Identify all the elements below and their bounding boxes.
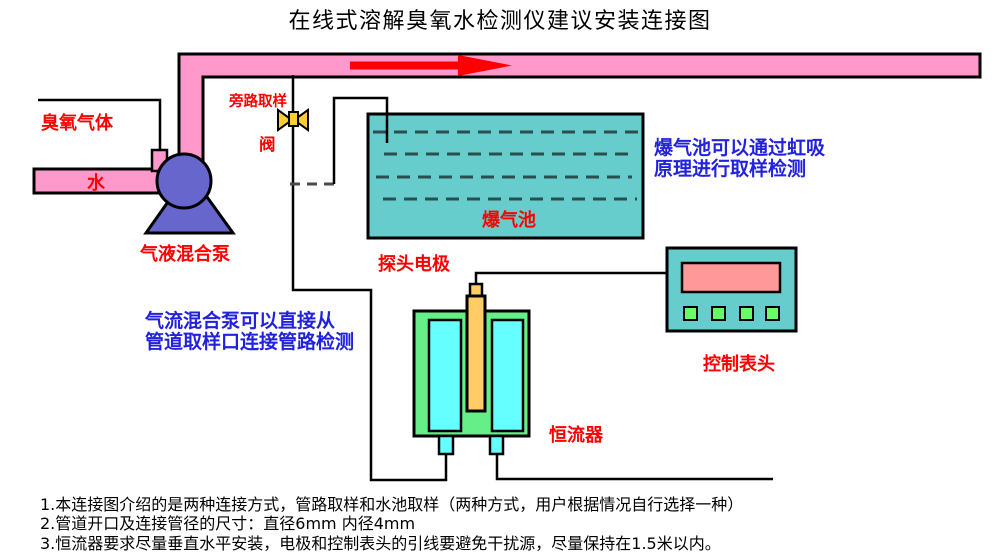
bypass-valve: [277, 108, 309, 132]
flow-arrow: [350, 55, 512, 76]
control-display: [680, 261, 782, 294]
mixing-pump-label: 气液混合泵: [139, 243, 230, 265]
valve-right-wing: [292, 108, 309, 132]
aeration-tank-label: 爆气池: [482, 209, 536, 231]
inlet-stub: [437, 434, 455, 456]
note-2: 2.管道开口及连接管径的尺寸：直径6mm 内径4mm: [40, 514, 415, 533]
control-button: [739, 306, 754, 321]
control-head: [665, 246, 798, 333]
water-inlet-pipe: [32, 167, 169, 195]
electrode-signal-wire: [474, 271, 668, 285]
flow-arrow-shaft: [350, 61, 464, 70]
valve-stem: [288, 111, 299, 127]
control-button: [711, 306, 726, 321]
flow-arrow-head: [458, 55, 512, 76]
bypass-sampling-line: [291, 75, 448, 482]
valve-label: 阀: [259, 134, 276, 154]
control-button: [765, 306, 780, 321]
constant-flow-label: 恒流器: [549, 424, 604, 446]
siphon-sampling-line: [332, 96, 389, 184]
control-button: [683, 306, 698, 321]
outlet-stub: [488, 434, 505, 456]
pipe-sampling-note-line1: 气流混合泵可以直接从: [144, 309, 335, 332]
flow-chamber-right: [490, 318, 525, 433]
valve-left-wing: [277, 108, 294, 132]
probe-electrode-label: 探头电极: [378, 253, 451, 275]
control-head-label: 控制表头: [703, 353, 775, 375]
tank-sampling-note-line1: 爆气池可以通过虹吸: [654, 136, 826, 159]
ozone-gas-label: 臭氧气体: [41, 112, 114, 134]
pipe-sampling-note-line2: 管道取样口连接管路检测: [145, 330, 354, 353]
drain-line: [495, 454, 773, 481]
pump-body: [155, 152, 213, 210]
mixing-pump: [143, 152, 236, 235]
bypass-sampling-label: 旁路取样: [228, 92, 287, 110]
page-title: 在线式溶解臭氧水检测仪建议安装连接图: [288, 9, 711, 34]
flow-chamber-left: [427, 318, 463, 433]
note-1: 1.本连接图介绍的是两种连接方式，管路取样和水池取样（两种方式，用户根据情况自行…: [40, 495, 743, 514]
note-3: 3.恒流器要求尽量垂直水平安装，电极和控制表头的引线要避免干扰源，尽量保持在1.…: [40, 534, 721, 553]
tank-sampling-note-line2: 原理进行取样检测: [654, 157, 806, 180]
constant-flow-device: [412, 282, 531, 456]
ozone-gas-line: [38, 98, 162, 152]
probe-electrode-body: [465, 294, 487, 413]
water-label: 水: [87, 172, 106, 194]
